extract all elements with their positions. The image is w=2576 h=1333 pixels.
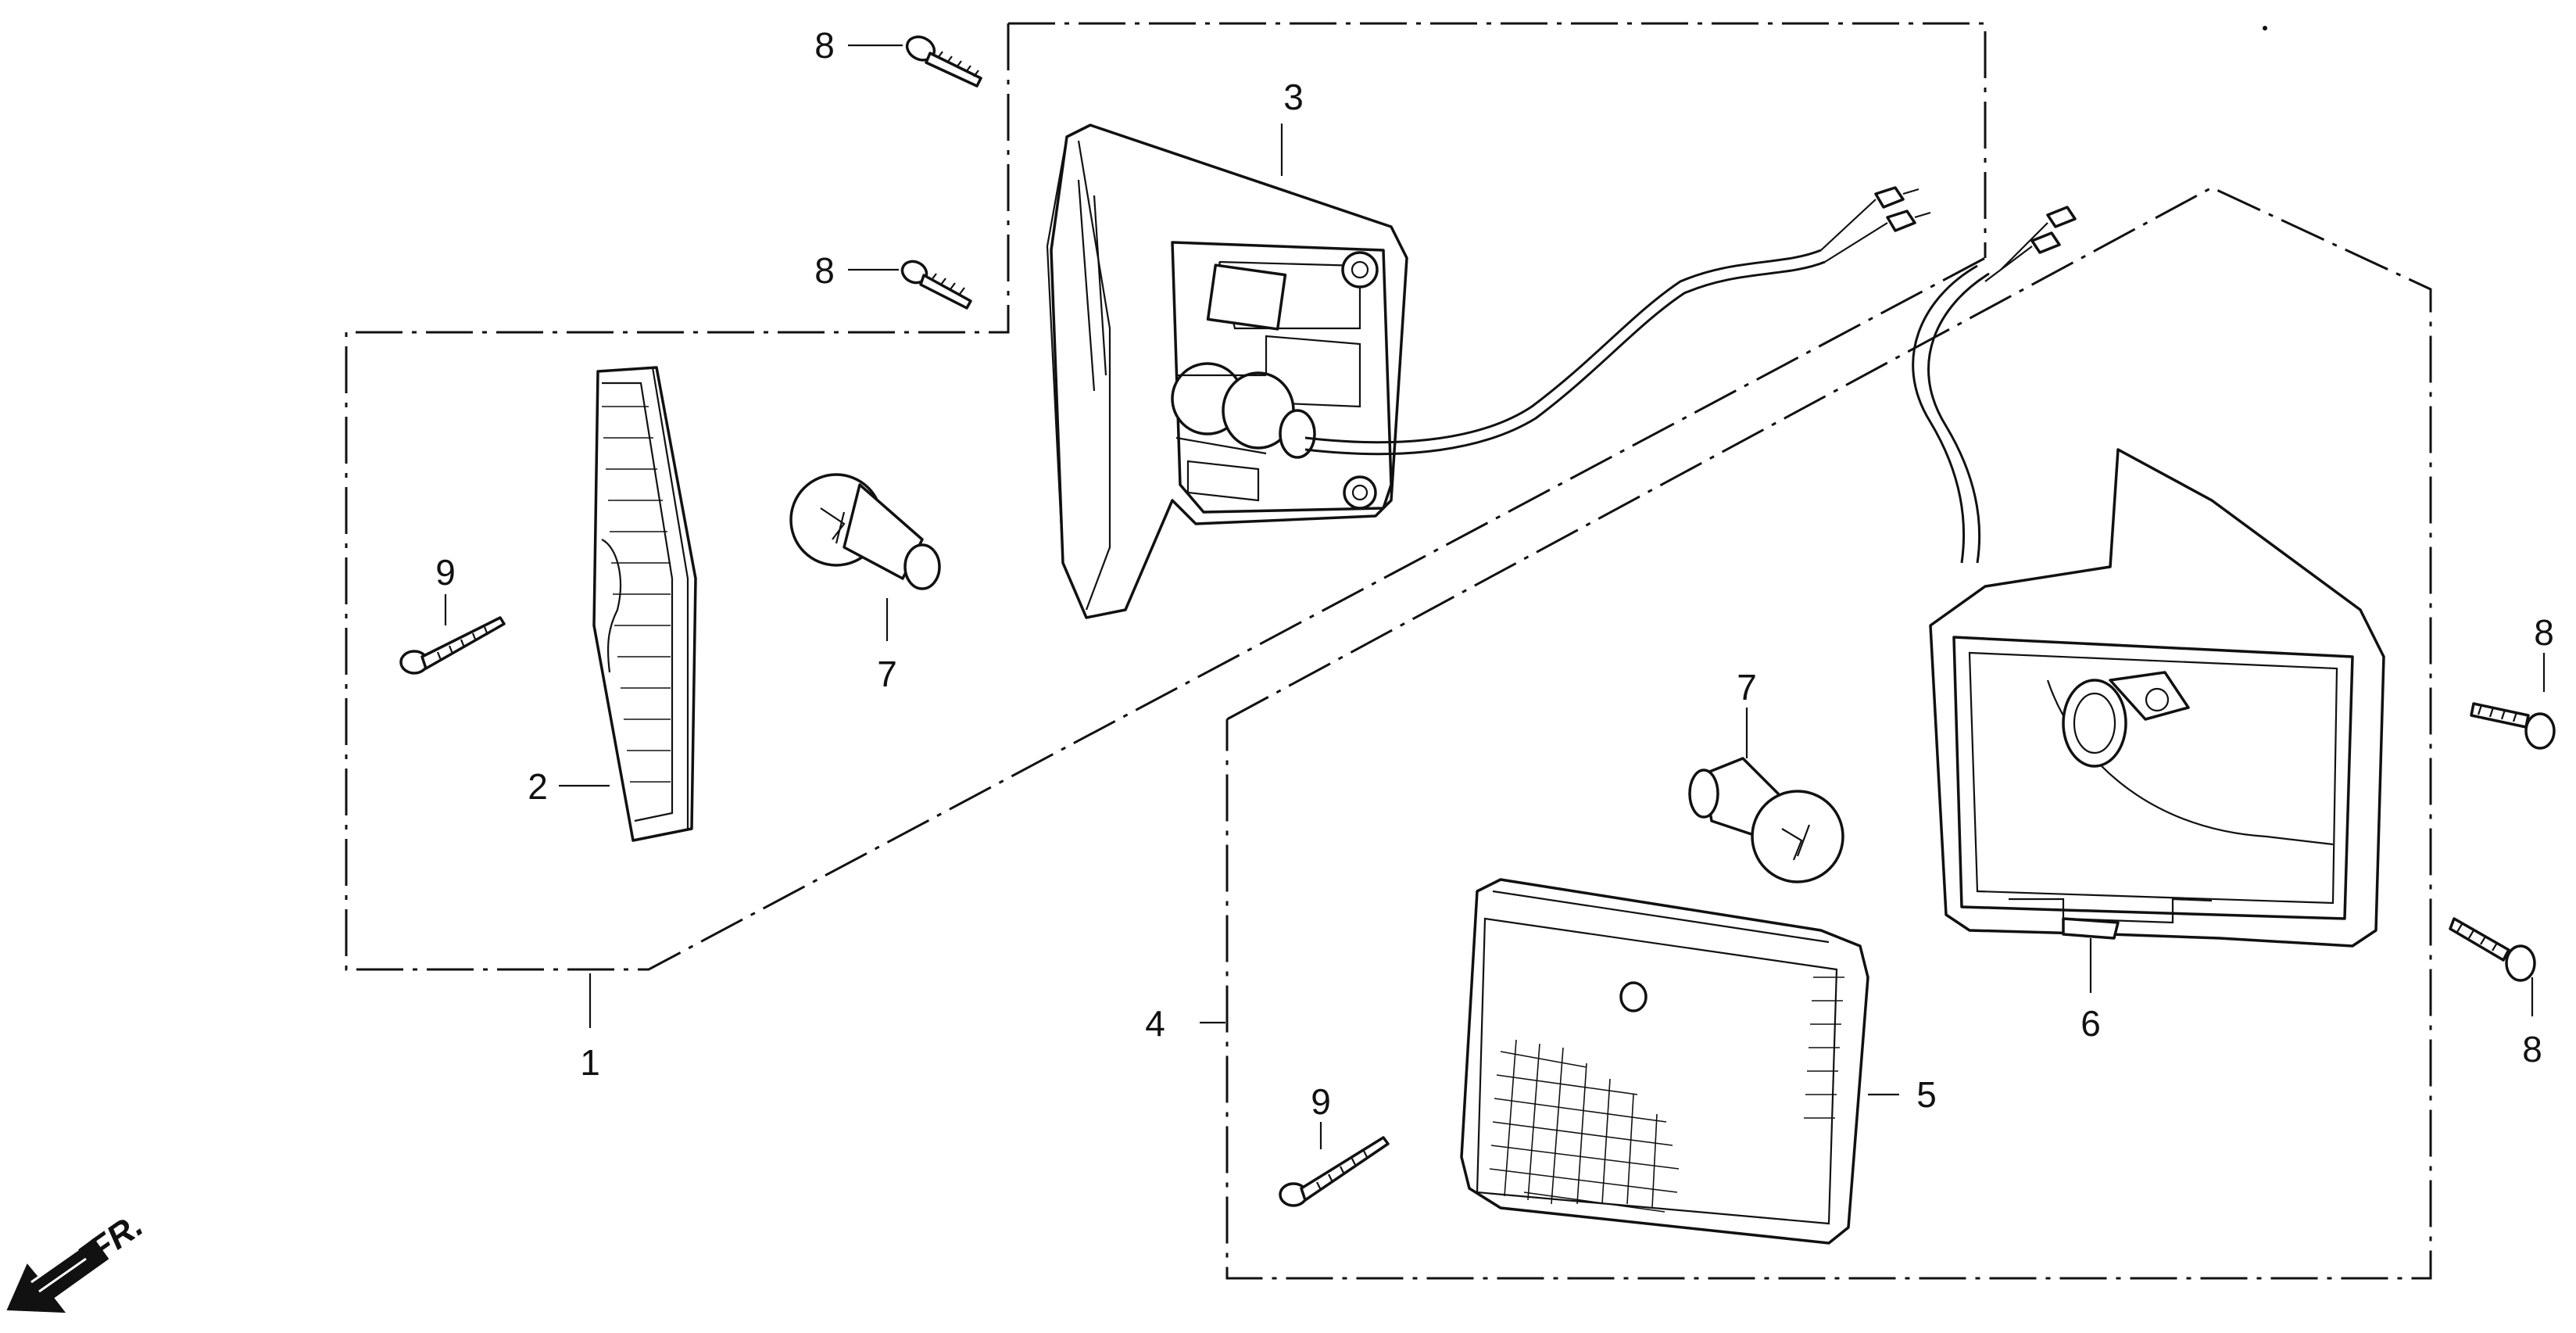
callout-2: 2 bbox=[528, 766, 548, 807]
speck bbox=[2263, 26, 2267, 30]
bolt-8-right-upper bbox=[2470, 653, 2556, 750]
callout-7-upper: 7 bbox=[877, 654, 897, 694]
callout-4: 4 bbox=[1145, 1003, 1165, 1044]
callout-6: 6 bbox=[2080, 1003, 2101, 1044]
group-4-boundary bbox=[1225, 186, 2432, 1280]
callout-labels: 1 2 3 4 5 6 7 7 8 8 8 8 9 9 bbox=[435, 25, 2554, 1122]
callout-9-lower: 9 bbox=[1311, 1081, 1331, 1122]
front-direction-arrow-icon: FR. bbox=[6, 1206, 150, 1313]
callout-9-left: 9 bbox=[435, 552, 456, 593]
lens-2 bbox=[559, 366, 697, 842]
rear-housing-3 bbox=[1046, 124, 1931, 619]
callout-7-lower: 7 bbox=[1737, 667, 1757, 708]
callout-8-right-lower: 8 bbox=[2522, 1029, 2542, 1070]
callout-1: 1 bbox=[580, 1042, 600, 1083]
leader-lines bbox=[589, 973, 1225, 1028]
bolt-8-right-lower bbox=[2449, 917, 2536, 1016]
bolt-8-top bbox=[848, 35, 982, 88]
bulb-7-lower bbox=[1688, 708, 1844, 883]
bulb-7-upper bbox=[789, 473, 941, 641]
lens-5 bbox=[1460, 878, 1899, 1245]
callout-8-top: 8 bbox=[814, 25, 835, 66]
callout-8-second: 8 bbox=[814, 250, 835, 291]
group-1-boundary bbox=[345, 22, 1987, 971]
callout-8-right-upper: 8 bbox=[2534, 612, 2554, 653]
bolt-8-second bbox=[848, 260, 972, 310]
callout-5: 5 bbox=[1916, 1074, 1937, 1115]
callout-3: 3 bbox=[1283, 77, 1304, 117]
screw-9-lower bbox=[1279, 1122, 1390, 1207]
screw-9-left bbox=[399, 594, 506, 675]
side-housing-6 bbox=[1912, 206, 2385, 993]
